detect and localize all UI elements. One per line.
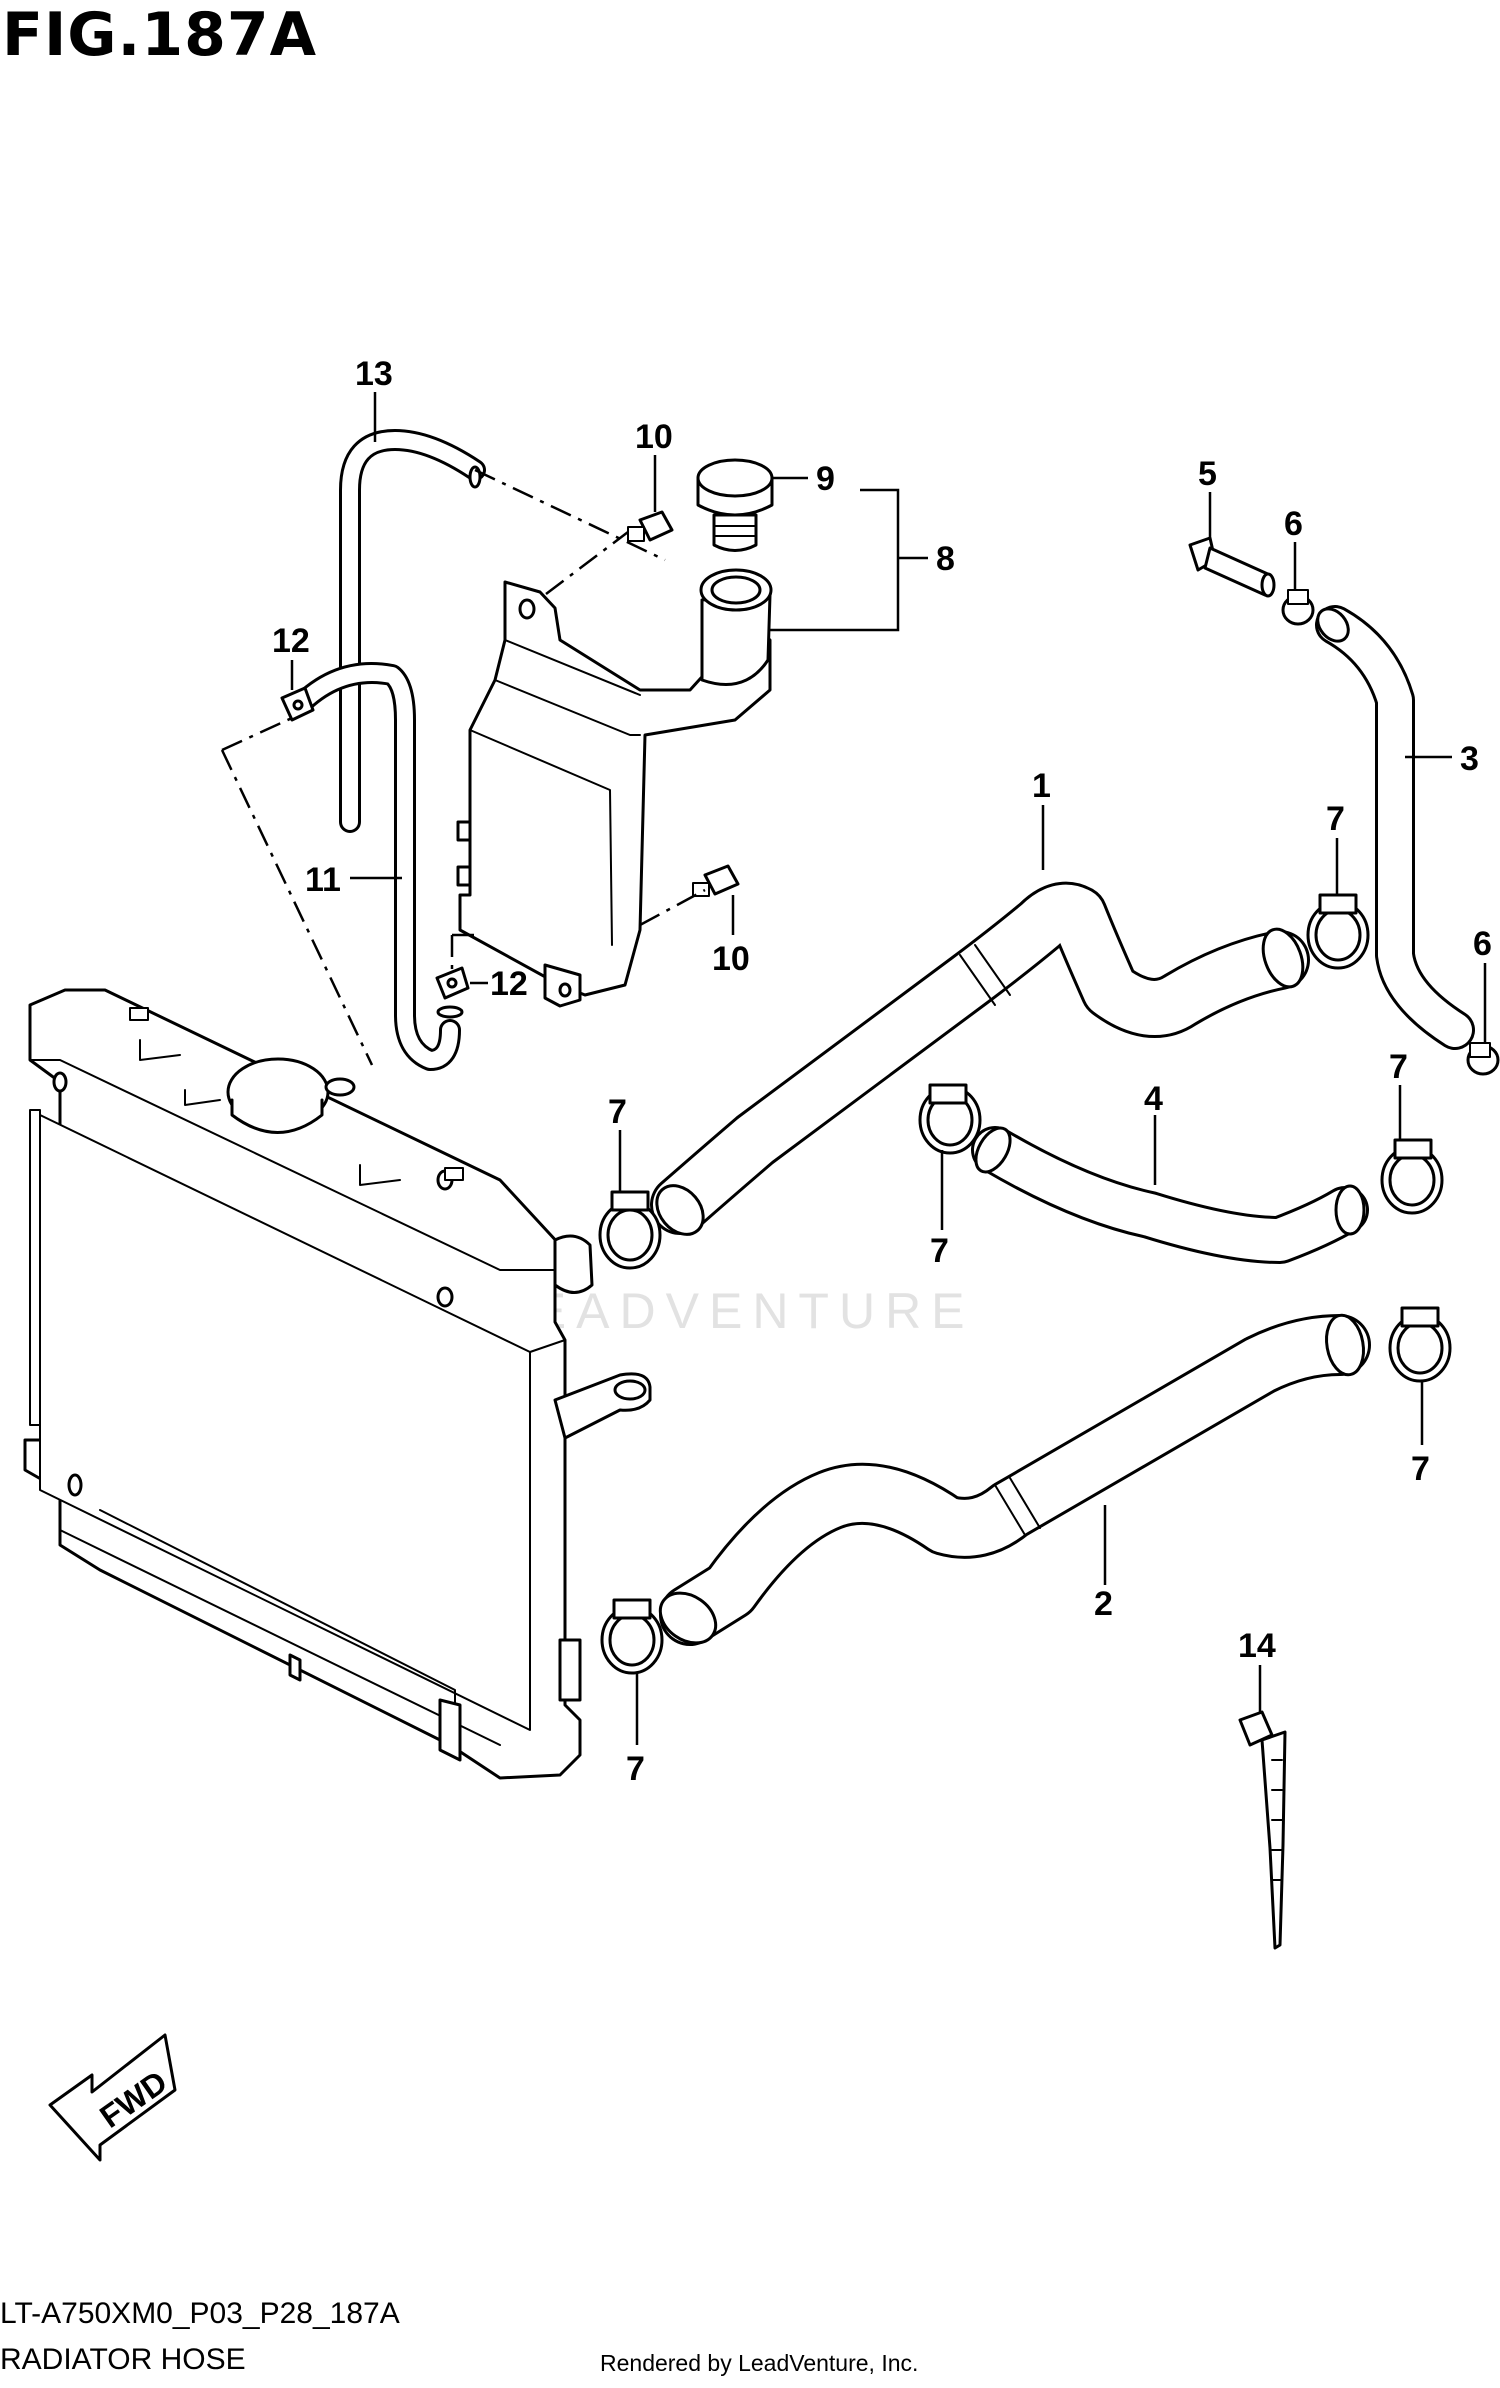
assembly-line-12a <box>221 716 293 752</box>
callout-5: 5 <box>1198 455 1217 493</box>
callout-7-d: 7 <box>930 1232 949 1270</box>
figure-title: FIG.187A <box>2 0 318 70</box>
callout-8: 8 <box>936 540 955 578</box>
cable-tie-14[interactable] <box>1238 1710 1287 1950</box>
callout-12-upper: 12 <box>272 622 310 660</box>
assembly-line-13 <box>474 468 666 562</box>
clip-12-lower[interactable] <box>435 966 470 1000</box>
lower-radiator-hose-2[interactable] <box>651 1312 1371 1653</box>
callout-9: 9 <box>816 460 835 498</box>
hose-clamp-7e[interactable] <box>1388 1306 1452 1383</box>
hose-clamp-7d[interactable] <box>1380 1138 1444 1215</box>
bypass-hose-4[interactable] <box>969 1122 1369 1264</box>
breather-hose-11[interactable] <box>289 662 464 1071</box>
callout-6-upper: 6 <box>1284 505 1303 543</box>
callout-7-e: 7 <box>1411 1450 1430 1488</box>
reservoir-cap[interactable] <box>696 458 774 552</box>
callout-7-f: 7 <box>626 1750 645 1788</box>
callout-14: 14 <box>1238 1627 1276 1665</box>
reservoir-neck[interactable] <box>699 568 773 686</box>
clip-12-upper[interactable] <box>280 686 315 722</box>
hose-clamp-7b[interactable] <box>918 1083 982 1155</box>
callout-10-upper: 10 <box>635 418 673 456</box>
assembly-line-10b <box>639 888 706 927</box>
fwd-arrow-icon: FWD <box>48 2033 177 2162</box>
union-fitting-5[interactable] <box>1188 536 1276 598</box>
callout-13: 13 <box>355 355 393 393</box>
callout-7-b: 7 <box>1389 1048 1408 1086</box>
hose-clamp-7a[interactable] <box>598 1190 662 1270</box>
radiator[interactable] <box>23 988 652 1780</box>
callout-2: 2 <box>1094 1585 1113 1623</box>
assembly-line-12b <box>220 749 374 1066</box>
assembly-line-10a <box>545 531 629 595</box>
callout-12-lower: 12 <box>490 965 528 1003</box>
diagram-name: RADIATOR HOSE <box>0 2343 246 2376</box>
callout-11: 11 <box>305 861 341 899</box>
callout-7-c: 7 <box>608 1093 627 1131</box>
clamp-6-lower[interactable] <box>1466 1042 1500 1076</box>
screw-upper[interactable] <box>627 510 674 542</box>
upper-radiator-hose-1[interactable] <box>647 881 1310 1244</box>
screw-lower[interactable] <box>692 864 740 897</box>
callout-10-lower: 10 <box>712 940 750 978</box>
rendered-by-credit: Rendered by LeadVenture, Inc. <box>600 2350 919 2376</box>
diagram-code: LT-A750XM0_P03_P28_187A <box>0 2297 400 2330</box>
clamp-6-upper[interactable] <box>1281 589 1315 626</box>
reservoir-tank[interactable] <box>456 580 772 1008</box>
breather-hose-3[interactable] <box>1311 603 1475 1050</box>
callout-4: 4 <box>1144 1080 1163 1118</box>
callouts: 1 2 3 4 5 6 6 7 7 7 <box>272 355 1492 1788</box>
callout-3: 3 <box>1460 740 1479 778</box>
hose-clamp-7f[interactable] <box>600 1598 664 1675</box>
callout-6-lower: 6 <box>1473 925 1492 963</box>
hose-clamp-7c[interactable] <box>1306 893 1370 970</box>
callout-1: 1 <box>1032 767 1051 805</box>
callout-7-a: 7 <box>1326 800 1345 838</box>
